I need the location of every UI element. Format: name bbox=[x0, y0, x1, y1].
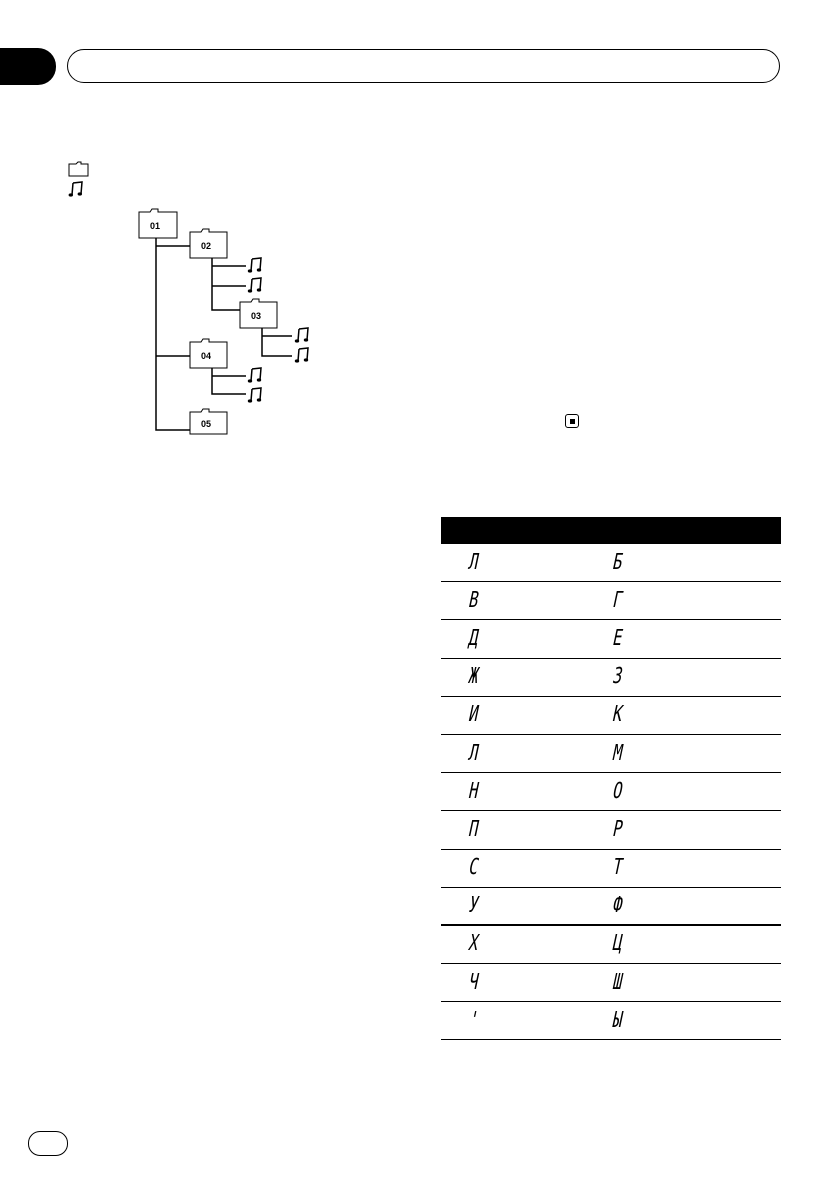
section-tab bbox=[0, 48, 56, 85]
table-cell: Р bbox=[589, 811, 781, 848]
display-glyph: Ж bbox=[466, 664, 482, 690]
legend bbox=[68, 159, 90, 199]
legend-folder bbox=[68, 159, 90, 179]
table-cell: Ы bbox=[589, 1002, 781, 1039]
stop-icon bbox=[565, 414, 579, 428]
display-glyph: О bbox=[610, 778, 626, 804]
display-glyph: Д bbox=[466, 625, 482, 651]
display-glyph: П bbox=[466, 816, 482, 842]
table-cell: Н bbox=[441, 773, 589, 810]
folder-tree: 01 02 03 04 05 bbox=[138, 208, 309, 435]
table-cell: ' bbox=[441, 1002, 589, 1039]
display-glyph: Ч bbox=[466, 969, 482, 995]
legend-music bbox=[68, 179, 90, 199]
table-cell: И bbox=[441, 697, 589, 734]
display-glyph: З bbox=[610, 664, 626, 690]
folder-02: 02 bbox=[189, 228, 228, 259]
table-header bbox=[441, 517, 781, 544]
folder-01: 01 bbox=[138, 208, 178, 239]
folder-label: 03 bbox=[251, 311, 261, 321]
music-note-icon bbox=[247, 387, 262, 404]
display-glyph: Ц bbox=[610, 931, 626, 957]
table-cell: Е bbox=[589, 620, 781, 657]
display-glyph: Е bbox=[610, 625, 626, 651]
folder-label: 02 bbox=[201, 241, 211, 251]
table-cell: Г bbox=[589, 582, 781, 619]
display-glyph: Ш bbox=[610, 969, 626, 995]
display-glyph: У bbox=[466, 892, 482, 918]
display-glyph: М bbox=[610, 740, 626, 766]
folder-05: 05 bbox=[189, 408, 228, 435]
table-cell: О bbox=[589, 773, 781, 810]
table-cell: Л bbox=[441, 544, 589, 581]
table-cell: Ф bbox=[589, 888, 781, 924]
table-cell: Л bbox=[441, 735, 589, 772]
table-cell: Б bbox=[589, 544, 781, 581]
display-glyph: Б bbox=[610, 549, 626, 575]
display-glyph: Л bbox=[466, 740, 482, 766]
display-glyph: Н bbox=[466, 778, 482, 804]
display-glyph: С bbox=[466, 855, 482, 881]
header-bar bbox=[67, 49, 780, 83]
music-note-icon bbox=[68, 181, 83, 197]
display-glyph: Т bbox=[610, 855, 626, 881]
table-cell: П bbox=[441, 811, 589, 848]
table-row: 'Ы bbox=[441, 1002, 781, 1041]
display-glyph: И bbox=[466, 702, 482, 728]
display-glyph: Г bbox=[610, 587, 626, 613]
folder-label: 01 bbox=[150, 221, 160, 231]
table-cell: Д bbox=[441, 620, 589, 657]
display-glyph: К bbox=[610, 702, 626, 728]
table-cell: В bbox=[441, 582, 589, 619]
table-cell: С bbox=[441, 850, 589, 887]
music-note-icon bbox=[294, 347, 309, 364]
display-glyph: В bbox=[466, 587, 482, 613]
display-glyph: Х bbox=[466, 931, 482, 957]
display-glyph: Р bbox=[610, 816, 626, 842]
folder-04: 04 bbox=[189, 338, 228, 369]
table-cell: Ж bbox=[441, 659, 589, 696]
table-cell: У bbox=[441, 888, 589, 924]
table-cell: Ц bbox=[589, 926, 781, 963]
folder-label: 04 bbox=[201, 351, 211, 361]
table-cell: Т bbox=[589, 850, 781, 887]
table-cell: К bbox=[589, 697, 781, 734]
table-cell: З bbox=[589, 659, 781, 696]
table-cell: Ч bbox=[441, 964, 589, 1001]
music-note-icon bbox=[247, 257, 262, 274]
display-glyph: ' bbox=[466, 1007, 482, 1033]
folder-03: 03 bbox=[239, 298, 278, 329]
display-glyph: Л bbox=[466, 549, 482, 575]
display-glyph: Ф bbox=[610, 892, 626, 918]
folder-label: 05 bbox=[201, 419, 211, 429]
table-cell: М bbox=[589, 735, 781, 772]
music-note-icon bbox=[247, 277, 262, 294]
music-note-icon bbox=[247, 367, 262, 384]
folder-icon bbox=[68, 161, 89, 177]
display-glyph: Ы bbox=[610, 1007, 626, 1033]
table-cell: Ш bbox=[589, 964, 781, 1001]
page-number-badge bbox=[28, 1131, 68, 1156]
music-note-icon bbox=[294, 327, 309, 344]
table-cell: Х bbox=[441, 926, 589, 963]
